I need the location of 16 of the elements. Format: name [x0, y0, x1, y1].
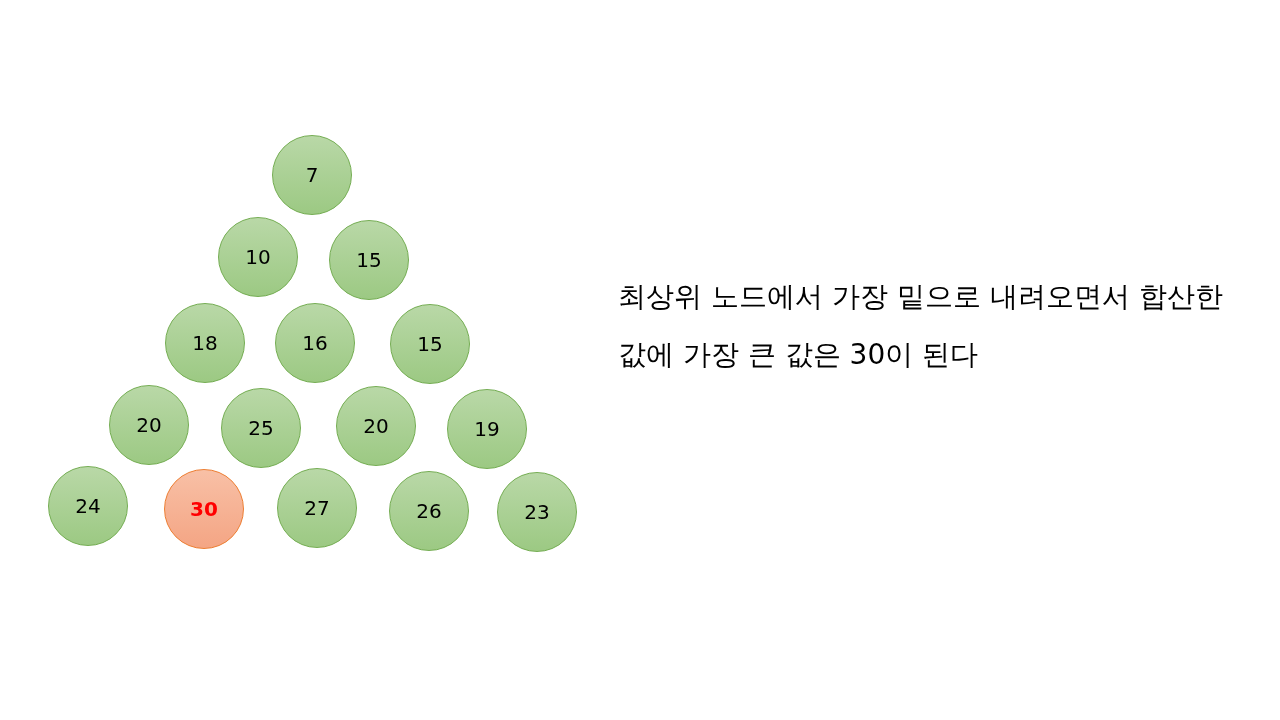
node-value: 10	[245, 245, 271, 269]
node-value: 15	[417, 332, 443, 356]
node-value: 26	[416, 499, 442, 523]
node-value: 25	[248, 416, 274, 440]
note-text: 최상위 노드에서 가장 밑으로 내려오면서 합산한 값에 가장 큰 값은 30이 된다	[618, 279, 1224, 373]
node-value: 30	[190, 497, 218, 521]
node-value: 24	[75, 494, 101, 518]
node-value: 7	[305, 163, 319, 187]
node-value: 16	[302, 331, 328, 355]
node-value: 20	[136, 413, 162, 437]
node-value: 27	[304, 496, 330, 520]
node-value: 18	[192, 331, 218, 355]
node-value: 20	[363, 414, 389, 438]
node-value: 19	[474, 417, 500, 441]
node-value: 23	[524, 500, 550, 524]
node-value: 15	[356, 248, 382, 272]
